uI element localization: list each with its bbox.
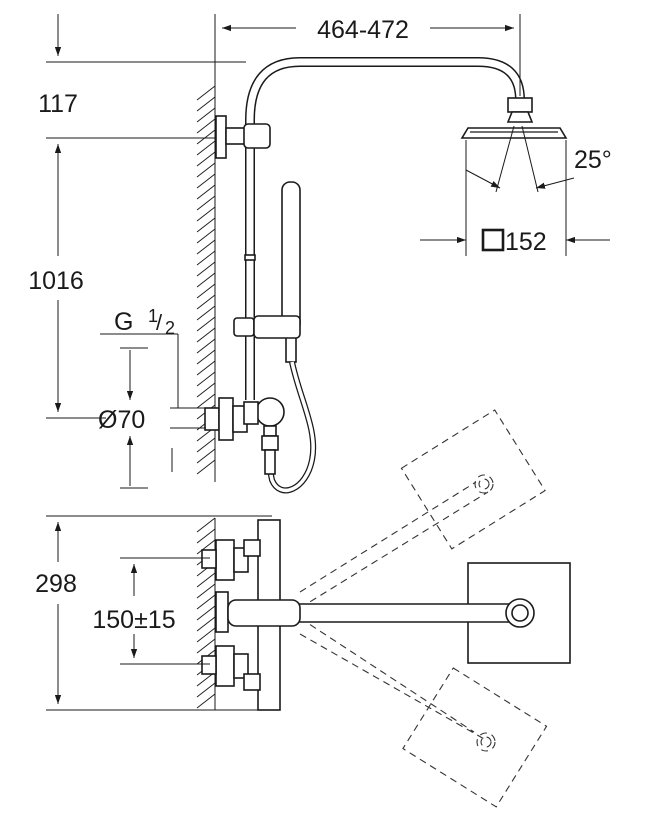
hatch-line — [196, 283, 216, 299]
hatch-line — [196, 217, 216, 233]
dim-angle: 25° — [574, 146, 612, 174]
dim-head-size: 152 — [505, 228, 547, 256]
center-mount — [215, 591, 229, 633]
hatch-line — [196, 616, 216, 632]
hatch-line — [196, 682, 216, 698]
dim-top-offset: 117 — [38, 90, 78, 118]
hatch-line — [196, 594, 216, 610]
head-swivel — [506, 111, 534, 123]
hatch-line — [196, 96, 216, 112]
dim-thread-letter: G — [114, 308, 133, 336]
bracket-arm-top — [225, 127, 247, 145]
dim-width-range: 464-472 — [317, 16, 409, 44]
head-connector — [507, 97, 533, 113]
hatch-line — [196, 316, 216, 332]
handle-top-plan — [243, 539, 261, 557]
hatch-line — [196, 459, 216, 475]
hatch-line — [196, 349, 216, 365]
dim-thread: G 1 / 2 — [114, 306, 175, 338]
hatch-line — [196, 693, 216, 709]
swing-position-lower — [299, 617, 548, 808]
hatch-line — [196, 572, 216, 588]
hatch-line — [196, 107, 216, 123]
hatch-line — [196, 583, 216, 599]
dim-height: 1016 — [28, 267, 84, 295]
valve-upper-plate — [215, 539, 235, 581]
hose-outlet — [263, 425, 277, 437]
riser-pipe-inner — [246, 58, 524, 400]
hatch-line — [196, 162, 216, 178]
diverter-plan — [227, 599, 301, 627]
hatch-line — [196, 305, 216, 321]
tilt-line-left — [495, 125, 515, 193]
hose-connector — [264, 449, 276, 475]
front-view — [100, 57, 575, 494]
hatch-line — [196, 393, 216, 409]
valve-upper-conn — [201, 549, 217, 569]
hatch-line — [196, 627, 216, 643]
hatch-line — [196, 239, 216, 255]
handle-bottom-plan — [243, 673, 261, 691]
valve-lower-plate — [215, 645, 235, 687]
tilt-line-right — [521, 125, 539, 193]
hatch-line — [196, 371, 216, 387]
hatch-line — [196, 528, 216, 544]
hatch-line — [196, 638, 216, 654]
hatch-line — [196, 85, 216, 101]
valve-lower-nut — [233, 653, 249, 679]
hatch-line — [196, 173, 216, 189]
hatch-line — [196, 327, 216, 343]
hatch-line — [196, 228, 216, 244]
hatch-line — [196, 118, 216, 134]
hatch-line — [196, 294, 216, 310]
shower-head — [460, 127, 568, 139]
dim-thread-numerator: 1 — [148, 306, 158, 326]
hatch-line — [196, 184, 216, 200]
wall-connector-front — [204, 407, 220, 431]
hatch-line — [196, 382, 216, 398]
dim-thread-slash: / — [156, 310, 163, 335]
dim-thread-denominator: 2 — [165, 318, 175, 338]
hatch-line — [196, 250, 216, 266]
wall-bracket-top — [215, 115, 227, 159]
hatch-line — [196, 151, 216, 167]
slider-clamp — [233, 317, 255, 337]
valve-body-front — [218, 397, 234, 441]
dim-spacing: 150±15 — [92, 606, 175, 634]
bracket-clamp-top — [243, 123, 271, 149]
hatch-line — [196, 605, 216, 621]
hatch-line — [196, 517, 216, 533]
hatch-line — [196, 261, 216, 277]
hatch-line — [196, 360, 216, 376]
hatch-line — [196, 437, 216, 453]
hatch-line — [196, 448, 216, 464]
square-outline-icon — [481, 228, 505, 252]
slide-rail-mark — [244, 254, 256, 261]
riser-connector — [243, 401, 259, 425]
dim-diameter: Ø70 — [98, 406, 145, 434]
dimension-lines-bottom — [46, 515, 272, 711]
swing-position-upper — [299, 409, 546, 609]
diverter-knob — [255, 397, 285, 427]
hose-nut — [261, 435, 279, 451]
hatch-line — [196, 539, 216, 555]
hatch-line — [196, 338, 216, 354]
dimension-lines-top — [46, 14, 610, 489]
valve-lower-conn — [201, 655, 217, 675]
dim-depth: 298 — [35, 570, 77, 598]
hatch-line — [196, 140, 216, 156]
hatch-line — [196, 129, 216, 145]
plan-view — [196, 409, 571, 808]
hatch-line — [196, 195, 216, 211]
hatch-line — [196, 272, 216, 288]
hand-shower — [281, 181, 301, 333]
arm-end-inner — [511, 604, 529, 622]
hatch-line — [196, 206, 216, 222]
slider-holder — [253, 315, 301, 339]
